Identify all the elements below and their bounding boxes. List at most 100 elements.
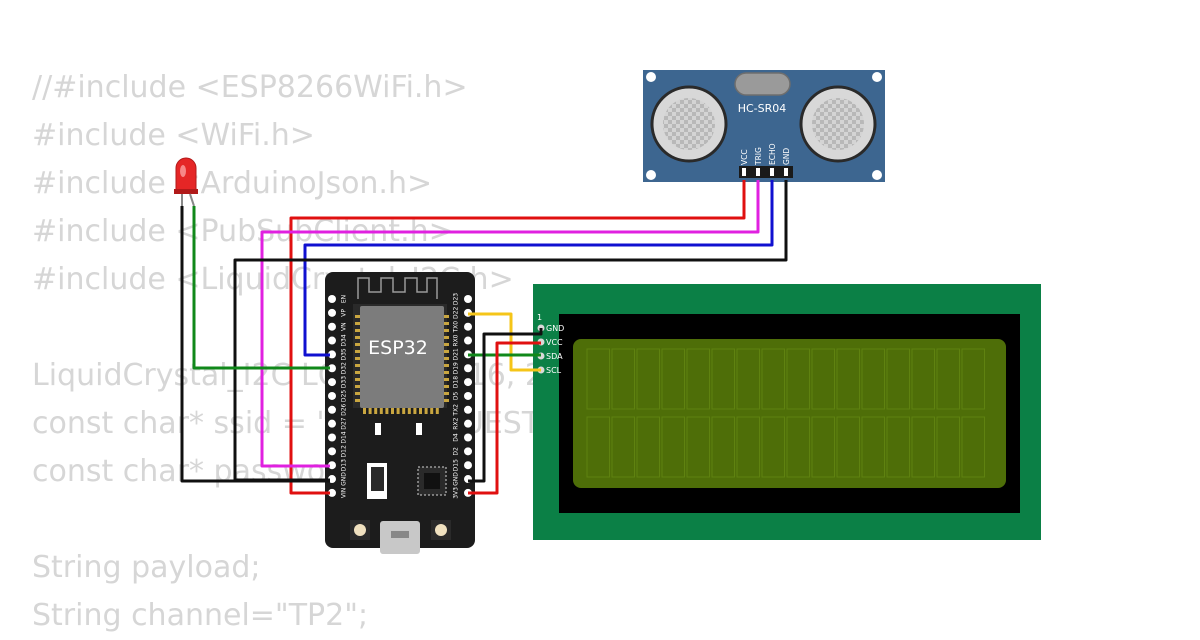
- sensor-pin[interactable]: [784, 168, 788, 176]
- ultrasonic-sensor[interactable]: HC-SR04 VCC TRIG ECHO GND: [643, 70, 885, 182]
- sensor-pin[interactable]: [756, 168, 760, 176]
- sensor-pin-label: ECHO: [768, 143, 777, 165]
- esp32-pin-label: D15: [453, 459, 460, 471]
- lcd-char-cell: [786, 348, 810, 410]
- usb-uart-die: [424, 473, 440, 489]
- esp32-pin-label: VIN: [341, 488, 348, 498]
- module-pad: [435, 408, 439, 414]
- module-pad: [355, 399, 360, 402]
- esp32-pin-label: D26: [341, 403, 348, 415]
- transducer-right: [799, 85, 877, 163]
- esp32-pin-label: 3V3: [453, 487, 460, 499]
- lcd-char-cell: [936, 416, 960, 478]
- esp32-pin[interactable]: [328, 391, 336, 400]
- sensor-pin-header: [739, 166, 793, 178]
- module-pad: [355, 378, 360, 381]
- lcd-character-cells: [586, 348, 985, 478]
- esp32-pin[interactable]: [464, 461, 472, 470]
- esp32-pin[interactable]: [464, 295, 472, 303]
- wire-lcd-gnd[interactable]: [468, 328, 543, 483]
- esp32-pin[interactable]: [328, 378, 336, 387]
- esp32-pin[interactable]: [328, 405, 336, 414]
- module-pad: [391, 408, 394, 414]
- esp32-pin-label: D19: [453, 362, 460, 374]
- crystal-oscillator: [734, 72, 791, 96]
- module-pad: [355, 350, 360, 353]
- esp32-pin[interactable]: [464, 336, 472, 345]
- esp32-pin-label: D34: [341, 334, 348, 346]
- module-pad: [355, 343, 360, 346]
- module-pad: [444, 392, 449, 395]
- esp32-pin[interactable]: [464, 322, 472, 331]
- esp32-pin-label: D33: [341, 376, 348, 388]
- esp32-pin[interactable]: [464, 447, 472, 456]
- lcd-char-cell: [811, 348, 835, 410]
- esp32-pin[interactable]: [464, 419, 472, 428]
- esp32-pin[interactable]: [328, 433, 336, 442]
- esp32-pin-label: D13: [341, 459, 348, 471]
- lcd-char-cell: [661, 416, 685, 478]
- sensor-pin[interactable]: [742, 168, 746, 176]
- lcd-char-cell: [861, 416, 885, 478]
- led-anode-leg: [189, 193, 195, 207]
- esp32-pin[interactable]: [328, 322, 336, 331]
- wire-led-gnd[interactable]: [180, 206, 330, 483]
- mount-hole: [646, 72, 656, 82]
- red-led[interactable]: [174, 157, 198, 207]
- esp32-pin-label: D23: [453, 293, 460, 305]
- esp32-pin[interactable]: [328, 488, 336, 497]
- lcd-char-cell: [711, 348, 735, 410]
- mount-hole: [646, 170, 656, 180]
- esp32-pin[interactable]: [464, 378, 472, 387]
- esp32-pin[interactable]: [328, 336, 336, 345]
- lcd-char-cell: [686, 348, 710, 410]
- module-pad: [355, 336, 360, 339]
- esp32-pin-label: EN: [341, 295, 348, 303]
- wires: [180, 180, 788, 495]
- wire-lcd-vcc[interactable]: [468, 341, 541, 495]
- esp32-pin-label: GND: [453, 472, 460, 486]
- boot-button[interactable]: [435, 524, 447, 536]
- module-pad: [355, 364, 360, 367]
- esp32-pin[interactable]: [464, 364, 472, 373]
- wire-trig-d13[interactable]: [260, 180, 760, 468]
- lcd-char-cell: [611, 348, 635, 410]
- esp32-pin-label: D32: [341, 362, 348, 374]
- lcd-char-cell: [936, 348, 960, 410]
- lcd-pin-index: 1: [537, 313, 542, 322]
- led-glint: [180, 165, 186, 177]
- module-pad: [444, 399, 449, 402]
- esp32-pin[interactable]: [328, 308, 336, 317]
- esp32-pin[interactable]: [464, 433, 472, 442]
- module-pad: [402, 408, 406, 414]
- module-pad: [444, 378, 449, 381]
- wire-vcc-vin[interactable]: [289, 180, 746, 495]
- lcd-char-cell: [761, 416, 785, 478]
- module-pad: [413, 408, 417, 414]
- module-pad: [355, 371, 360, 374]
- esp32-board[interactable]: ESP32 ENVPVND34D35D32D33D25D26D27D14D12D…: [325, 272, 475, 554]
- sensor-label: HC-SR04: [738, 102, 787, 115]
- rf-shield: [360, 306, 444, 408]
- esp32-pin[interactable]: [464, 391, 472, 400]
- esp32-pin[interactable]: [328, 419, 336, 428]
- esp32-pin[interactable]: [328, 447, 336, 456]
- esp32-pin[interactable]: [464, 405, 472, 414]
- en-button[interactable]: [354, 524, 366, 536]
- esp32-pin[interactable]: [328, 295, 336, 303]
- wire-echo-d35[interactable]: [303, 180, 774, 357]
- lcd-char-cell: [836, 416, 860, 478]
- lcd-char-cell: [611, 416, 635, 478]
- esp32-pin-label: RX0: [453, 334, 460, 346]
- esp32-pin-label: D35: [341, 348, 348, 360]
- sensor-pin-label: TRIG: [754, 147, 763, 166]
- module-pad: [444, 322, 449, 325]
- module-pad: [444, 315, 449, 318]
- lcd-module[interactable]: 1 GND VCC SDA SCL: [533, 284, 1041, 540]
- wire-led-d32[interactable]: [192, 206, 330, 370]
- wifi-antenna: [357, 277, 438, 299]
- esp32-pin[interactable]: [328, 364, 336, 373]
- lcd-pin-label: SDA: [546, 352, 563, 361]
- lcd-char-cell: [811, 416, 835, 478]
- sensor-pin[interactable]: [770, 168, 774, 176]
